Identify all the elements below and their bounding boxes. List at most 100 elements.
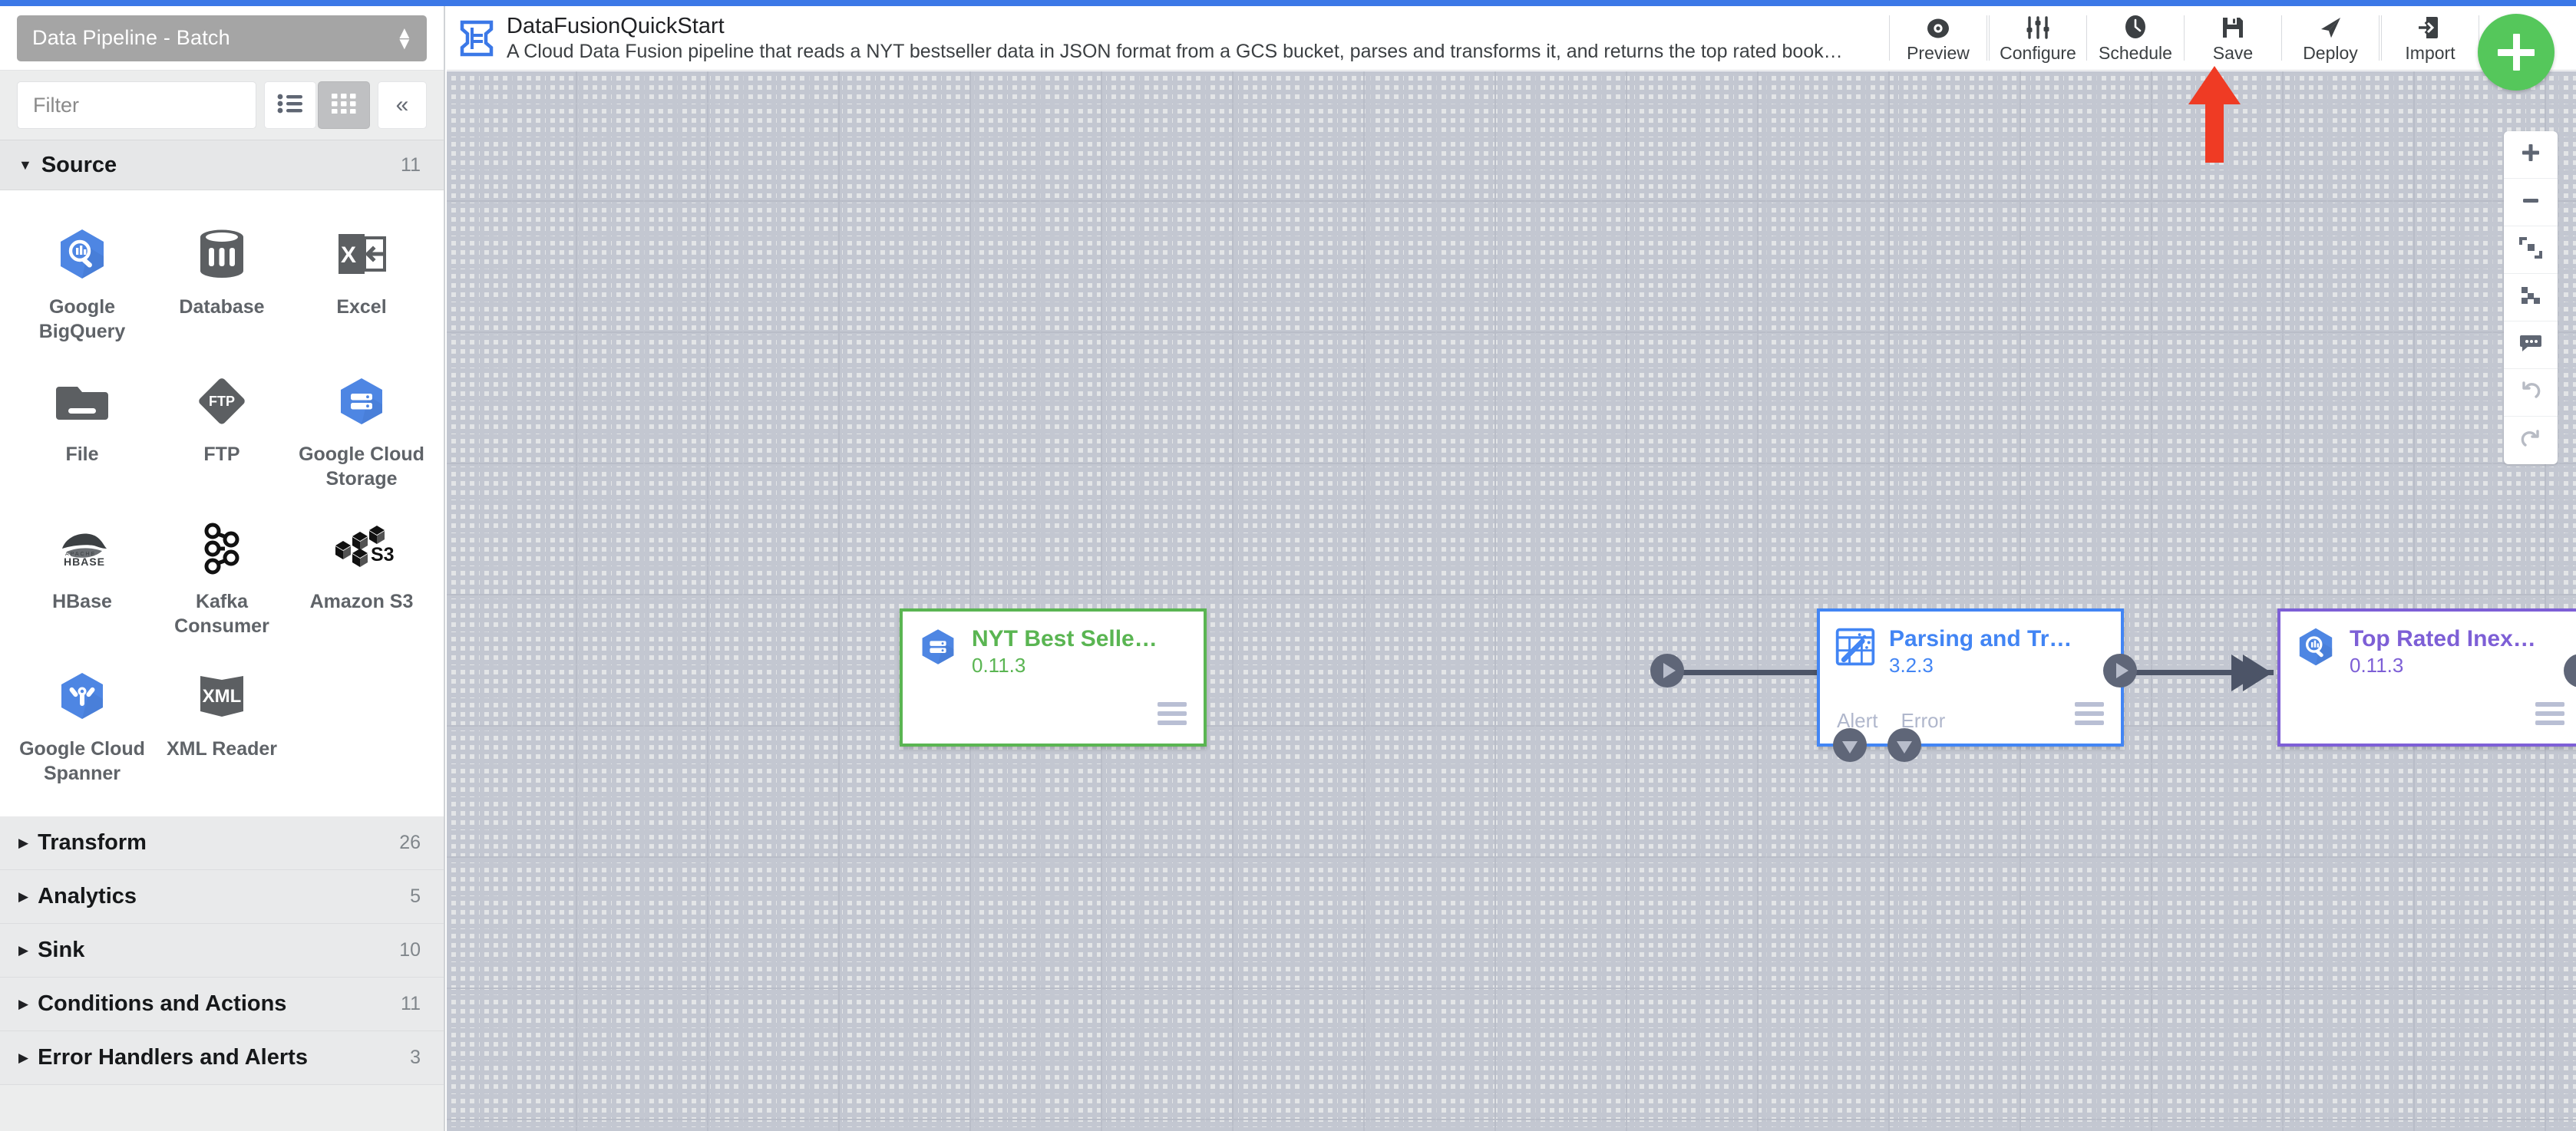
- deploy-button[interactable]: Deploy: [2282, 6, 2379, 70]
- view-toggle-group: [264, 81, 370, 129]
- chevron-right-icon: ▶: [18, 835, 29, 850]
- plugin-database[interactable]: Database: [152, 212, 292, 356]
- pipeline-node-transform[interactable]: Parsing and Tr… 3.2.3 Alert Error: [1817, 608, 2124, 747]
- xml-reader-icon: XML: [194, 664, 249, 727]
- add-node-button[interactable]: [2478, 14, 2555, 91]
- comments-button[interactable]: [2504, 321, 2558, 369]
- node-version: 3.2.3: [1889, 653, 1934, 677]
- zoom-in-button[interactable]: [2504, 131, 2558, 179]
- sidebar-group-count: 11: [401, 993, 421, 1014]
- svg-text:HBASE: HBASE: [64, 556, 105, 568]
- hamburger-menu-icon[interactable]: [2535, 702, 2564, 725]
- zoom-out-button[interactable]: [2504, 179, 2558, 226]
- align-nodes-button[interactable]: [2504, 274, 2558, 321]
- plugin-google-bigquery[interactable]: Google BigQuery: [12, 212, 152, 356]
- plugin-label: Database: [179, 296, 265, 318]
- configure-button[interactable]: Configure: [1990, 6, 2086, 70]
- plugin-label: XML Reader: [166, 738, 278, 760]
- node-output-endpoint[interactable]: [2103, 654, 2137, 688]
- plugin-grid: Google BigQuery Database: [0, 190, 444, 816]
- pipeline-node-sink[interactable]: Top Rated Inex… 0.11.3: [2277, 608, 2576, 747]
- wrangler-icon: [1834, 625, 1877, 668]
- sidebar-accordion-rest: ▶ Transform 26 ▶ Analytics 5 ▶ Sink 10: [0, 816, 444, 1085]
- sidebar-group-label: Analytics: [38, 884, 137, 908]
- undo-icon: [2520, 381, 2541, 404]
- plugin-xml-reader[interactable]: XML XML Reader: [152, 654, 292, 798]
- plugin-label: File: [65, 443, 99, 465]
- schedule-button[interactable]: Schedule: [2087, 6, 2184, 70]
- sidebar-group-source[interactable]: ▼ Source 11: [0, 140, 444, 190]
- google-cloud-storage-icon: [916, 625, 959, 668]
- node-port-labels: Alert Error: [1837, 709, 1945, 733]
- list-view-button[interactable]: [264, 81, 316, 129]
- chevron-right-icon: ▶: [18, 996, 29, 1011]
- node-version: 0.11.3: [972, 653, 1026, 677]
- sidebar-group-error-handlers-and-alerts[interactable]: ▶ Error Handlers and Alerts 3: [0, 1031, 444, 1085]
- plugin-excel[interactable]: X Excel: [292, 212, 431, 356]
- hamburger-menu-icon[interactable]: [2075, 702, 2104, 725]
- sidebar-filter-row: Filter: [0, 71, 444, 140]
- import-button[interactable]: Import: [2382, 6, 2479, 70]
- toolbar-divider: [1986, 15, 1990, 61]
- red-up-arrow-icon: [2184, 64, 2245, 168]
- plugin-kafka-consumer[interactable]: Kafka Consumer: [152, 506, 292, 651]
- down-triangle-icon: [1897, 740, 1912, 753]
- search-input-placeholder: Filter: [33, 93, 79, 117]
- fit-to-screen-button[interactable]: [2504, 226, 2558, 274]
- sidebar-group-transform[interactable]: ▶ Transform 26: [0, 816, 444, 870]
- pipeline-node-source[interactable]: NYT Best Selle… 0.11.3: [900, 608, 1207, 747]
- sliders-icon: [2025, 13, 2051, 39]
- comment-bubble-icon: [2519, 333, 2542, 357]
- play-triangle-icon: [1663, 663, 1676, 678]
- pipeline-canvas[interactable]: NYT Best Selle… 0.11.3: [447, 71, 2576, 1131]
- plugin-file[interactable]: File: [12, 359, 152, 503]
- undo-button[interactable]: [2504, 369, 2558, 417]
- toolbar-divider: [2281, 15, 2282, 61]
- node-output-endpoint[interactable]: [2564, 654, 2576, 688]
- plugin-google-cloud-storage[interactable]: Google Cloud Storage: [292, 359, 431, 503]
- sidebar-group-label: Error Handlers and Alerts: [38, 1045, 308, 1070]
- sidebar-collapse-button[interactable]: «: [378, 81, 427, 129]
- node-title: Parsing and Tr…: [1889, 626, 2072, 651]
- sidebar-group-analytics[interactable]: ▶ Analytics 5: [0, 870, 444, 924]
- file-folder-icon: [54, 370, 110, 433]
- node-output-endpoint[interactable]: [1650, 654, 1684, 688]
- search-input[interactable]: Filter: [17, 81, 256, 129]
- pipeline-type-select[interactable]: Data Pipeline - Batch ▲▼: [17, 15, 427, 61]
- data-fusion-logo-icon: [447, 6, 507, 70]
- sidebar-group-label: Source: [41, 152, 117, 177]
- play-triangle-icon: [2115, 663, 2129, 678]
- node-alert-endpoint[interactable]: [1833, 728, 1867, 762]
- chevron-right-icon: ▶: [18, 942, 29, 958]
- hamburger-menu-icon[interactable]: [1158, 702, 1187, 725]
- google-bigquery-icon: [54, 223, 111, 285]
- pipeline-header: DataFusionQuickStart A Cloud Data Fusion…: [447, 6, 2576, 71]
- node-port-alert-label: Alert: [1837, 709, 1878, 732]
- redo-button[interactable]: [2504, 417, 2558, 464]
- save-button[interactable]: Save: [2185, 6, 2281, 70]
- toolbar-label: Schedule: [2099, 42, 2172, 63]
- plugin-amazon-s3[interactable]: S3 Amazon S3: [292, 506, 431, 651]
- toolbar-label: Save: [2212, 42, 2254, 63]
- node-title: NYT Best Selle…: [972, 626, 1158, 651]
- sidebar-group-conditions-and-actions[interactable]: ▶ Conditions and Actions 11: [0, 978, 444, 1031]
- redo-icon: [2520, 429, 2541, 453]
- excel-icon: X: [334, 223, 389, 285]
- plugin-ftp[interactable]: FTP FTP: [152, 359, 292, 503]
- node-error-endpoint[interactable]: [1887, 728, 1921, 762]
- plugin-label: HBase: [52, 591, 112, 612]
- sidebar-group-sink[interactable]: ▶ Sink 10: [0, 924, 444, 978]
- plugin-label: Google Cloud Spanner: [19, 738, 145, 784]
- page-title: DataFusionQuickStart: [507, 13, 725, 38]
- plugin-label: FTP: [203, 443, 240, 465]
- sidebar-group-count: 26: [399, 832, 421, 853]
- grid-view-button[interactable]: [318, 81, 370, 129]
- google-cloud-spanner-icon: [54, 664, 111, 727]
- svg-text:APACHE: APACHE: [65, 552, 96, 557]
- plugin-label: Google Cloud Storage: [299, 443, 424, 490]
- plugin-hbase[interactable]: HBASE APACHE HBase: [12, 506, 152, 651]
- pipeline-description: A Cloud Data Fusion pipeline that reads …: [507, 40, 1843, 62]
- preview-button[interactable]: Preview: [1890, 6, 1986, 70]
- plugin-google-cloud-spanner[interactable]: Google Cloud Spanner: [12, 654, 152, 798]
